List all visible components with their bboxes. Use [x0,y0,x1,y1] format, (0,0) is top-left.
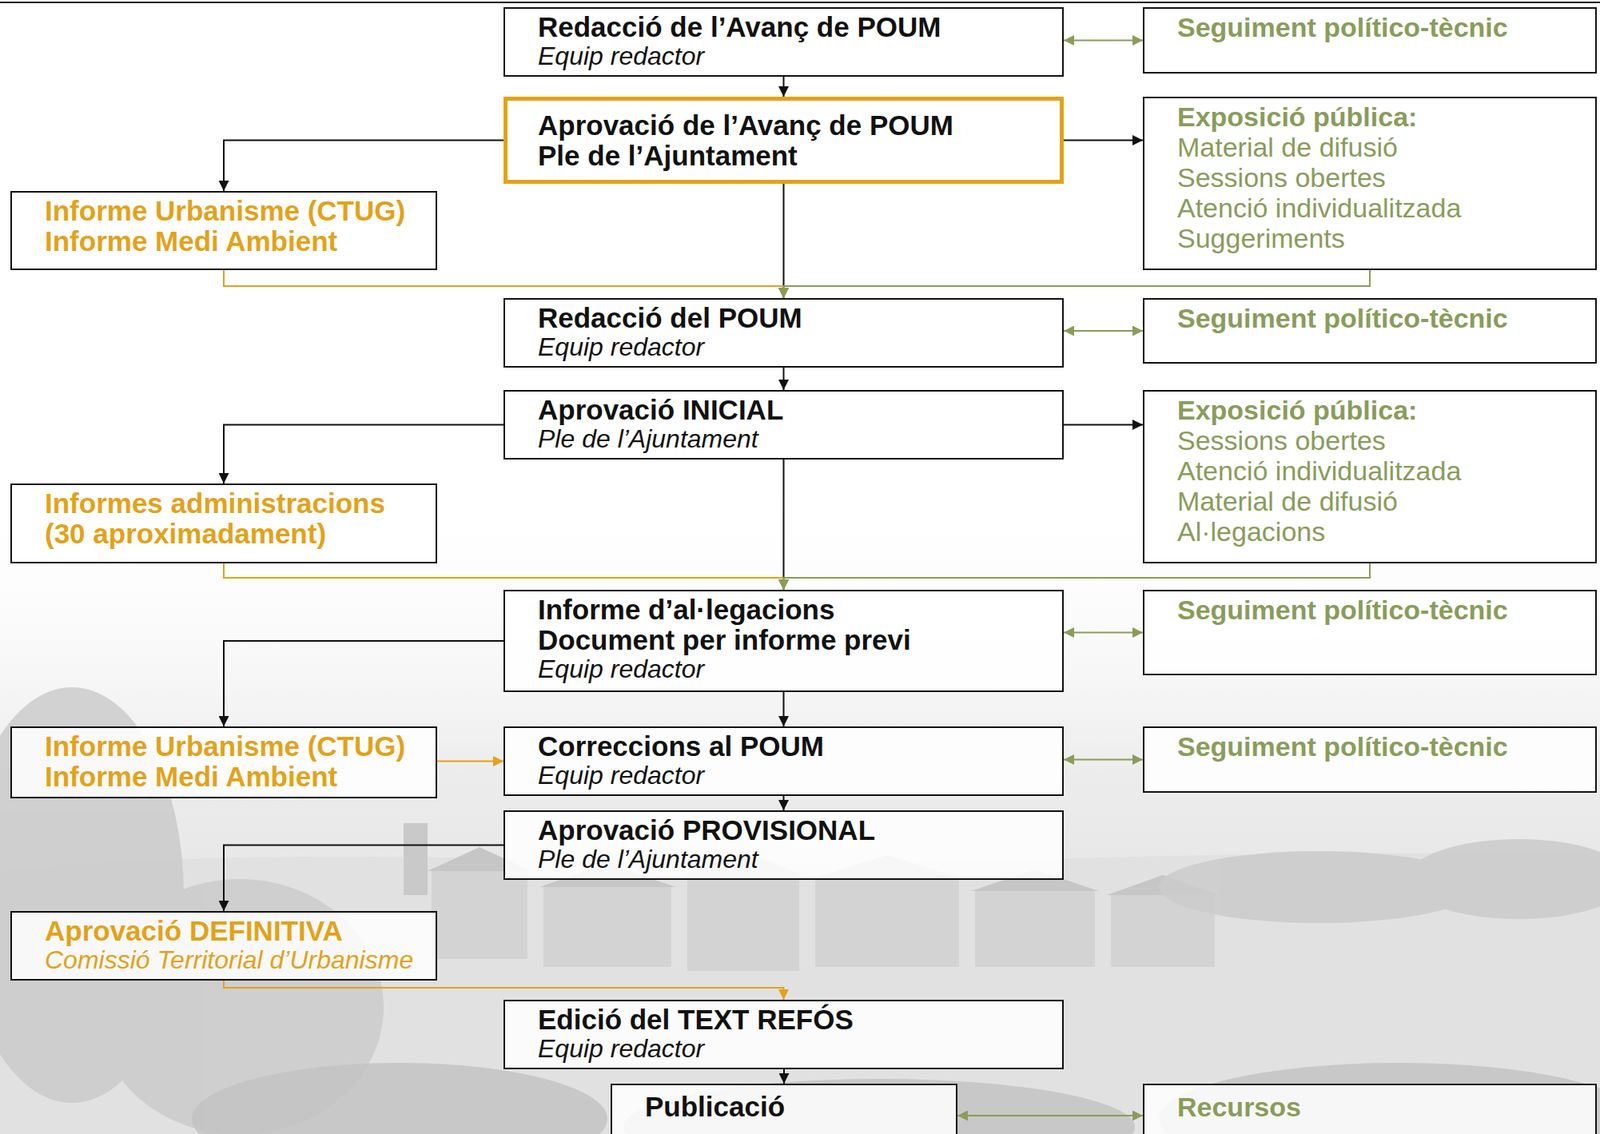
house [815,879,960,968]
report-box: Informe Urbanisme (CTUG)Informe Medi Amb… [10,726,438,799]
process-box: Publicació [610,1083,958,1134]
participation-box: Seguiment político-tècnic [1142,7,1597,74]
box-heading: Aprovació DEFINITIVA [44,915,426,947]
connector [223,980,785,1000]
box-text: Ple de l’Ajuntament [537,425,1053,454]
top-rule [0,1,1600,4]
report-box: Informe Urbanisme (CTUG)Informe Medi Amb… [10,191,438,271]
report-box: Aprovació DEFINITIVAComissió Territorial… [10,911,438,981]
connector [223,845,504,912]
box-heading: Informe d’al·legacions [537,594,1053,625]
participation-box: Recursos [1142,1083,1597,1134]
connector [223,563,785,590]
box-heading: Recursos [1177,1091,1586,1123]
connector [1063,39,1143,42]
box-heading: Exposició pública: [1177,101,1586,132]
connector [784,563,1371,590]
connector [783,183,785,299]
connector [783,796,785,811]
participation-box: Seguiment político-tècnic [1142,589,1597,676]
report-box: Informes administracions (30 aproximadam… [10,483,438,564]
church-tower [403,823,428,896]
box-text: Equip redactor [537,333,1053,362]
box-heading: Aprovació INICIAL [537,394,1053,426]
shrubs [191,1062,1600,1134]
box-heading: Seguiment político-tècnic [1177,11,1586,43]
participation-box: Seguiment político-tècnic [1142,298,1597,364]
house [431,871,528,960]
process-box: Redacció del POUMEquip redactor [503,298,1064,368]
connector [223,640,504,727]
box-heading: Seguiment político-tècnic [1177,594,1586,625]
box-heading: Redacció del POUM [537,302,1053,334]
box-heading: Redacció de l’Avanç de POUM [537,11,1053,43]
box-text: Equip redactor [537,42,1053,71]
box-text: Sessions obertes [1177,162,1586,193]
connector [1063,330,1143,332]
shrub [191,1062,608,1134]
process-box: Aprovació PROVISIONALPle de l’Ajuntament [503,810,1064,880]
connector [1063,139,1143,142]
box-text: Atenció individualitzada [1177,455,1586,486]
process-box: Aprovació INICIALPle de l’Ajuntament [503,390,1064,460]
box-text: Sessions obertes [1177,425,1586,456]
box-text: Equip redactor [537,655,1053,684]
connector [783,367,785,391]
box-text: Informe Medi Ambient [44,761,426,793]
connector [437,760,504,763]
connector [783,76,785,97]
box-heading: Exposició pública: [1177,394,1586,426]
connector [957,1114,1143,1117]
box-heading: Aprovació de l’Avanç de POUM [537,110,1051,141]
process-box: Informe d’al·legacionsDocument per infor… [503,589,1064,693]
box-heading: Informe Urbanisme (CTUG) [44,731,426,762]
connector [223,140,504,192]
box-heading: Publicació [644,1091,947,1123]
box-text: Informe Medi Ambient [44,226,426,257]
connector [1063,424,1143,426]
box-text: Ple de l’Ajuntament [537,845,1053,874]
participation-box: Seguiment político-tècnic [1142,726,1597,793]
box-heading: Informes administracions (30 aproximadam… [44,488,405,550]
process-box: Edició del TEXT REFÓSEquip redactor [503,999,1064,1070]
process-box: Correccions al POUMEquip redactor [503,726,1064,797]
box-heading: Correccions al POUM [537,731,1053,762]
connector [1063,632,1143,634]
house [543,887,672,968]
tree-row [1406,839,1600,920]
box-text: Material de difusió [1177,131,1586,163]
box-text: Atenció individualitzada [1177,192,1586,223]
photo-ground [0,479,1600,1134]
box-text: Suggeriments [1177,222,1586,254]
connector [223,425,504,485]
box-text: Equip redactor [537,761,1053,790]
box-heading: Aprovació PROVISIONAL [537,815,1053,846]
house [975,891,1095,968]
box-text: Comissió Territorial d’Urbanisme [44,946,426,975]
house [687,875,800,972]
box-text: Ple de l’Ajuntament [537,140,1051,172]
connector [784,270,1371,299]
connector [1063,759,1143,761]
participation-box: Exposició pública:Material de difusióSes… [1142,96,1597,271]
participation-box: Exposició pública:Sessions obertesAtenci… [1142,390,1597,564]
process-box: Redacció de l’Avanç de POUMEquip redacto… [503,7,1064,77]
connector [783,459,785,590]
box-heading: Seguiment político-tècnic [1177,302,1586,334]
approval-box: Aprovació de l’Avanç de POUMPle de l’Aju… [503,96,1064,184]
connector [783,692,785,727]
box-text: Equip redactor [537,1034,1053,1063]
box-heading: Seguiment político-tècnic [1177,731,1586,762]
box-text: Material de difusió [1177,485,1586,517]
box-heading: Informe Urbanisme (CTUG) [44,195,426,227]
box-text: Document per informe previ [537,624,1053,656]
box-heading: Edició del TEXT REFÓS [537,1004,1053,1035]
connector [223,270,785,299]
box-text: Al·legacions [1177,516,1586,547]
connector [783,1069,785,1084]
